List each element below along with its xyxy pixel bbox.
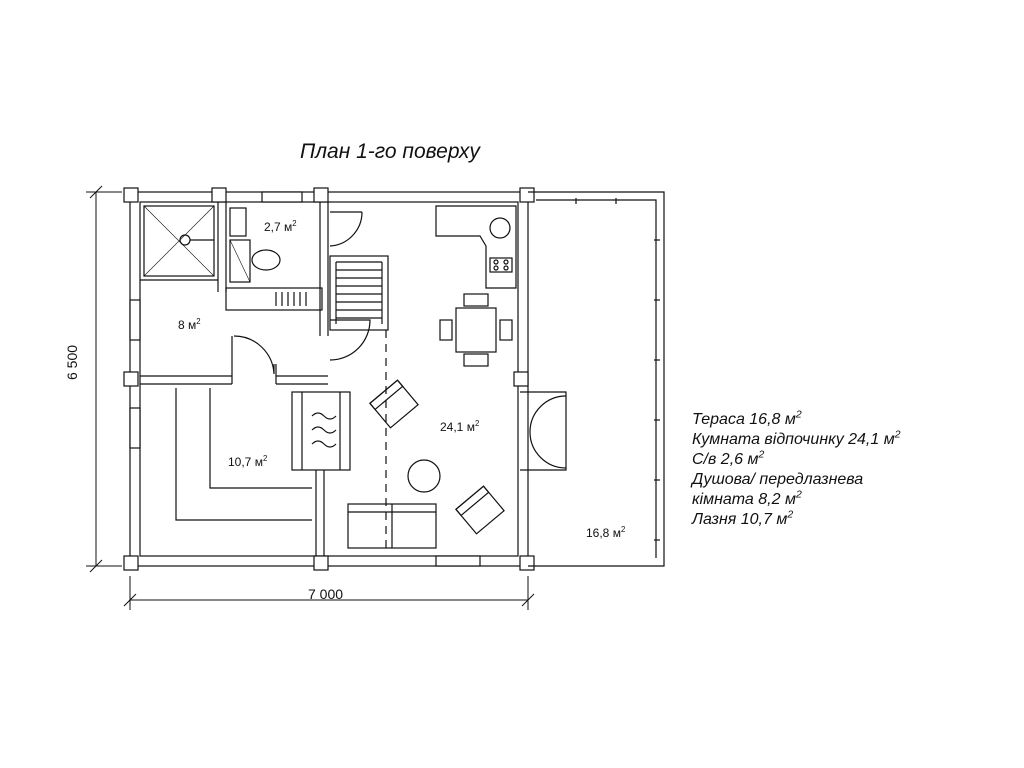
kitchen-counter [435,205,517,289]
wall-notch [313,555,329,571]
bench-outline [175,388,312,521]
door-swing [329,319,371,361]
doors [233,211,567,471]
door-swing [520,391,567,471]
sink [229,207,247,237]
terrace-outline [528,191,665,567]
legend-item: Лазня 10,7 м2 [692,509,794,528]
dimension-width: 7 000 [308,586,344,602]
door-swing [529,431,567,469]
legend-item: Кумната відпочинку 24,1 м2 [692,429,901,448]
sauna-stove [291,391,351,471]
cooktop-burner [493,265,499,271]
dining-set [439,293,513,367]
outer-walls [123,187,535,571]
armchair [455,485,505,535]
dining-table [455,307,497,353]
toilet-cistern [229,239,251,283]
cooktop-burner [493,259,499,265]
kitchen-sink [489,217,511,239]
armchair-seat [455,485,505,535]
dimension-lines [86,185,535,610]
legend-item: С/в 2,6 м2 [692,449,765,468]
staircase [329,255,389,331]
cooktop-burner [503,259,509,265]
shower-cabin [143,205,215,277]
shower-drain-icon [179,234,191,246]
chair [439,319,453,341]
counter-outline [435,205,517,289]
room-legend: Тераса 16,8 м2 Кумната відпочинку 24,1 м… [692,410,900,530]
wall-notch [123,187,139,203]
legend-item: Душова/ передлазнева [692,471,864,488]
terrace-railing [536,199,657,558]
cooktop-burner [503,265,509,271]
sauna-benches [175,388,312,521]
window [129,407,141,449]
door-swing [329,211,363,247]
stair-frame [329,255,389,331]
plan-title: План 1-го поверху [300,140,480,163]
heat-wave-icon [311,412,337,420]
sofa [347,503,437,549]
terrace [528,191,665,567]
wall-notch [211,187,227,203]
armchair-back [455,485,490,517]
bathroom-fixtures [229,207,281,283]
toilet-diagonal [229,239,251,283]
interior-walls [140,202,329,556]
window [435,555,481,567]
corridor-bench [275,292,307,306]
legend-item: кімната 8,2 м2 [692,489,802,508]
bench-outline [209,388,312,489]
armchair-seat [369,379,419,429]
shower-diagonal [143,205,215,277]
armchair-back [369,379,404,411]
wall-notch [313,187,329,203]
wall-notch [123,371,139,387]
dimension-height: 6 500 [64,344,80,380]
stove-body [291,391,351,471]
wall-notch [123,555,139,571]
outer-wall-inner-line [139,201,519,557]
chair [463,293,489,307]
heat-wave-icon [311,426,337,434]
area-label-terrace: 16,8 м2 [586,525,626,540]
heat-wave-icon [311,440,337,448]
area-label-living-room: 24,1 м2 [440,419,480,434]
door-swing [233,335,275,375]
armchair [369,379,419,429]
shower-tray [143,205,215,277]
coffee-table [407,459,441,493]
area-label-bathroom: 2,7 м2 [264,219,297,234]
legend-item: Тераса 16,8 м2 [692,409,802,428]
wall [225,287,323,311]
toilet-bowl [251,249,281,271]
cooktop [489,257,513,273]
wall-notch [513,371,529,387]
chair [499,319,513,341]
area-label-sauna: 10,7 м2 [228,454,268,469]
door-swing [529,395,567,433]
window [261,191,303,203]
wall-notch [519,187,535,203]
windows [129,191,481,567]
chair [463,353,489,367]
wall-notch [519,555,535,571]
window [129,299,141,341]
area-label-shower-room: 8 м2 [178,317,201,332]
